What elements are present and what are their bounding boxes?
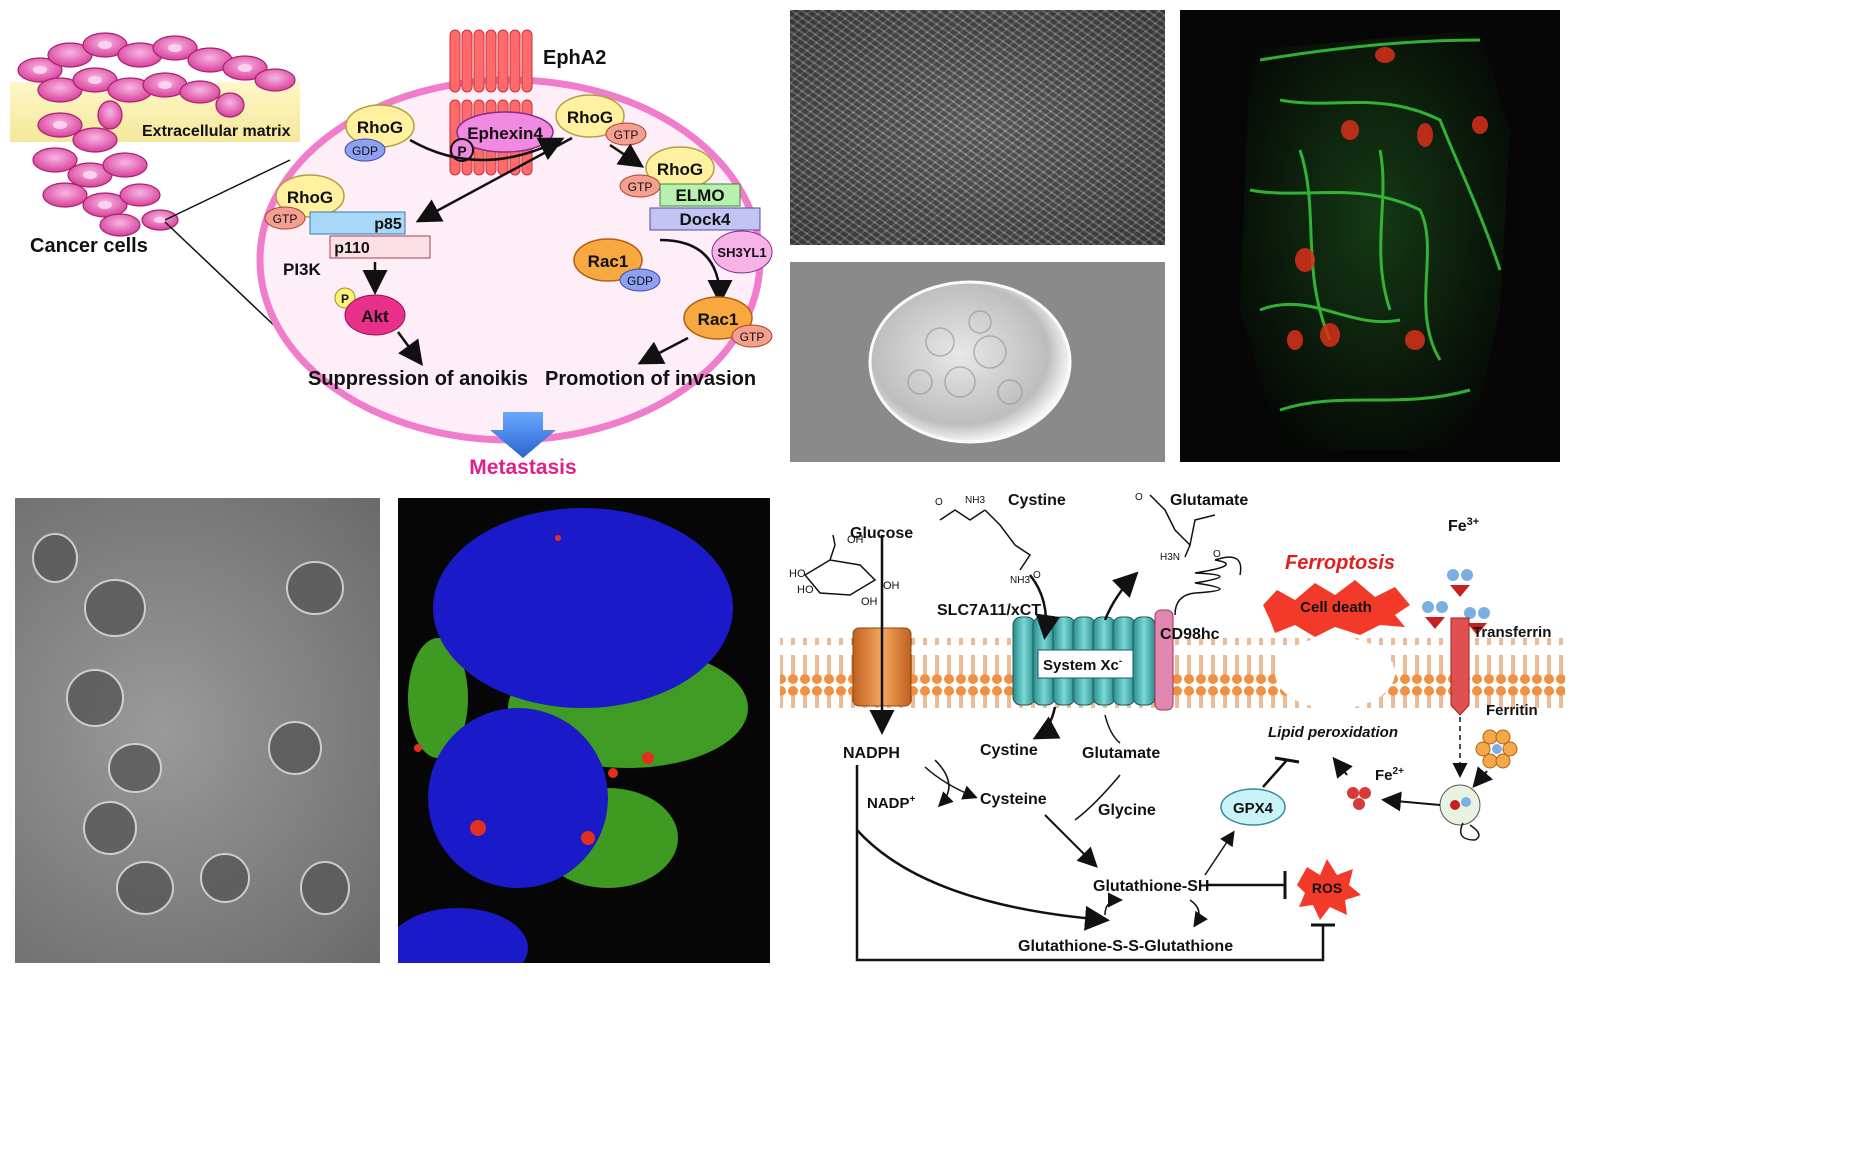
svg-text:RhoG: RhoG	[287, 188, 333, 207]
pi3k-label: PI3K	[283, 260, 322, 279]
gssg-label: Glutathione-S-S-Glutathione	[1018, 938, 1233, 955]
svg-text:NH3: NH3	[965, 495, 985, 506]
svg-text:GPX4: GPX4	[1233, 800, 1274, 817]
system-xc-label: System Xc-	[1043, 656, 1122, 674]
svg-text:GTP: GTP	[628, 180, 653, 194]
ferritin-label: Ferritin	[1486, 702, 1538, 719]
svg-text:Akt: Akt	[361, 307, 389, 326]
transferrin-receptor	[1451, 618, 1469, 715]
svg-text:Rac1: Rac1	[588, 252, 629, 271]
slc7a11-label: SLC7A11/xCT	[937, 602, 1041, 619]
nucleus-1	[433, 508, 733, 708]
svg-text:SH3YL1: SH3YL1	[717, 245, 766, 260]
cd98hc-label: CD98hc	[1160, 626, 1220, 643]
epha2-label: EphA2	[543, 47, 606, 69]
nucleus-2	[428, 708, 608, 888]
svg-text:ELMO: ELMO	[675, 186, 724, 205]
glutathione-sh-label: Glutathione-SH	[1093, 878, 1209, 895]
svg-text:ROS: ROS	[1312, 880, 1342, 896]
fluorescence-tissue-image	[1180, 10, 1560, 462]
fe2-label: Fe2+	[1375, 766, 1404, 784]
svg-text:GDP: GDP	[627, 274, 653, 288]
cystine-structure	[940, 510, 1030, 570]
svg-text:P: P	[457, 143, 466, 159]
cancer-cells-label: Cancer cells	[30, 235, 148, 257]
cell-death-label: Cell death	[1300, 599, 1372, 616]
ferroptosis-diagram-panel: OH HO HO OH OH Glucose O NH3 NH3 O Cysti…	[775, 475, 1570, 970]
svg-text:O: O	[1135, 492, 1143, 503]
nadp-label: NADP+	[867, 794, 916, 812]
ephexin4-label: Ephexin4	[467, 124, 543, 143]
svg-text:H3N: H3N	[1160, 552, 1180, 563]
svg-text:O: O	[935, 497, 943, 508]
svg-text:Dock4: Dock4	[679, 210, 731, 229]
svg-text:P: P	[341, 292, 349, 306]
svg-text:RhoG: RhoG	[567, 108, 613, 127]
ecm-label: Extracellular matrix	[142, 123, 291, 140]
glucose-label: Glucose	[850, 525, 913, 542]
invasion-label: Promotion of invasion	[545, 368, 756, 390]
nucleus-3	[398, 908, 528, 963]
transferrin-label: Transferrin	[1473, 624, 1551, 641]
fe3-label: Fe3+	[1448, 516, 1479, 535]
cysteine-label: Cysteine	[980, 791, 1047, 808]
svg-text:GTP: GTP	[614, 128, 639, 142]
cystine-top-label: Cystine	[1008, 492, 1066, 509]
confocal-cells-image	[398, 498, 770, 963]
svg-text:OH: OH	[861, 596, 878, 608]
phase-contrast-monolayer-image	[790, 10, 1165, 245]
svg-text:GDP: GDP	[352, 144, 378, 158]
nadph-label: NADPH	[843, 745, 900, 762]
anoikis-label: Suppression of anoikis	[308, 368, 528, 390]
phase-contrast-spheroid-image	[790, 262, 1165, 462]
svg-text:OH: OH	[883, 580, 900, 592]
svg-text:p85: p85	[374, 216, 402, 233]
svg-text:HO: HO	[789, 568, 806, 580]
glycine-label: Glycine	[1098, 802, 1156, 819]
svg-text:GTP: GTP	[740, 330, 765, 344]
svg-text:Rac1: Rac1	[698, 310, 739, 329]
cystine-label: Cystine	[980, 742, 1038, 759]
metastasis-label: Metastasis	[469, 456, 576, 479]
ferroptosis-label: Ferroptosis	[1285, 552, 1395, 574]
phase-contrast-cells-image	[15, 498, 380, 963]
svg-text:RhoG: RhoG	[357, 118, 403, 137]
svg-text:p110: p110	[334, 240, 370, 257]
signaling-diagram-panel: Extracellular matrix Cancer cells	[0, 0, 780, 480]
lipid-peroxidation-label: Lipid peroxidation	[1268, 724, 1398, 741]
glutamate-top-label: Glutamate	[1170, 492, 1248, 509]
svg-text:HO: HO	[797, 584, 814, 596]
glutamate-label: Glutamate	[1082, 745, 1160, 762]
svg-text:RhoG: RhoG	[657, 160, 703, 179]
glucose-structure	[805, 535, 875, 595]
svg-text:GTP: GTP	[273, 212, 298, 226]
svg-text:NH3: NH3	[1010, 575, 1030, 586]
fe2-iron-molecules	[1347, 787, 1371, 810]
